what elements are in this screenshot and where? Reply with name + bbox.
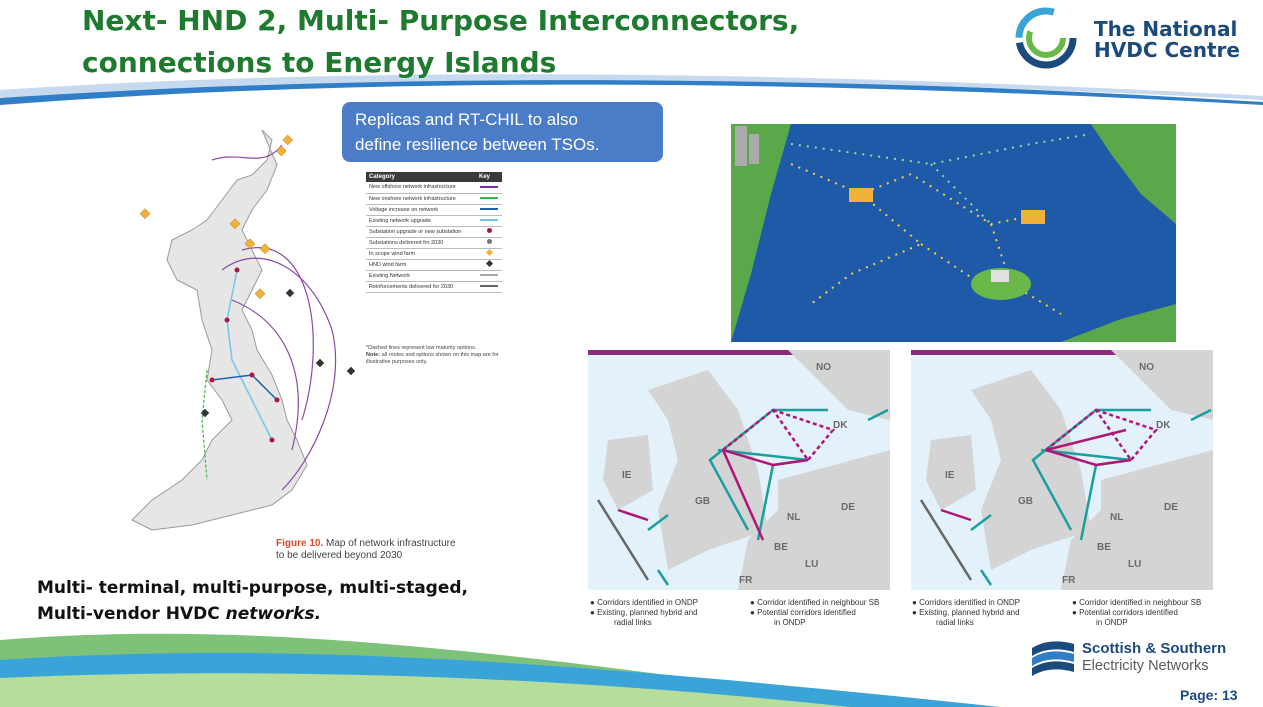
- legend-potential-corridors-2: in ONDP: [1096, 618, 1128, 627]
- key-row: Voltage increase on network: [366, 204, 502, 216]
- map-left-label-lu: LU: [805, 559, 818, 570]
- callout-line-2: define resilience between TSOs.: [355, 135, 600, 154]
- key-line-swatch: [480, 285, 498, 288]
- legend-hybrid-links: ● Existing, planned hybrid and: [590, 608, 698, 617]
- legend-potential-corridors: ● Potential corridors identified: [750, 608, 856, 617]
- slide-title-line-2: connections to Energy Islands: [82, 46, 557, 79]
- uk-network-map: [131, 129, 356, 531]
- map-left-label-no: NO: [816, 362, 831, 373]
- hvdc-centre-swirl-logo-icon: [1015, 7, 1077, 69]
- ssen-line-2: Electricity Networks: [1082, 658, 1209, 674]
- key-line-swatch: [480, 219, 498, 222]
- callout-box: Replicas and RT-CHIL to also define resi…: [342, 102, 663, 162]
- map-right-label-gb: GB: [1018, 496, 1033, 507]
- key-dot-swatch: [486, 228, 492, 233]
- slide-title-line-1: Next- HND 2, Multi- Purpose Interconnect…: [82, 4, 800, 37]
- legend-hybrid-links: ● Existing, planned hybrid and: [912, 608, 1020, 617]
- legend-neighbour-corridor: ● Corridor identified in neighbour SB: [750, 598, 880, 607]
- bottom-caption: Multi- terminal, multi-purpose, multi-st…: [37, 575, 497, 627]
- key-row: Existing network upgrade: [366, 215, 502, 227]
- key-row: Existing Network: [366, 270, 502, 282]
- page-number: Page: 13: [1180, 687, 1238, 703]
- header-swoosh: [0, 74, 1263, 105]
- map-left-label-ie: IE: [622, 470, 632, 481]
- brand-line-1: The National: [1094, 17, 1238, 41]
- map-left-label-dk: DK: [833, 420, 848, 431]
- slide-title: Next- HND 2, Multi- Purpose Interconnect…: [82, 0, 842, 84]
- key-line-swatch: [480, 208, 498, 211]
- key-row: In scope wind farm: [366, 248, 502, 260]
- map-left-label-de: DE: [841, 502, 855, 513]
- map-right-label-dk: DK: [1156, 420, 1171, 431]
- ssen-line-1: Scottish & Southern: [1082, 640, 1227, 657]
- map-key-table: Category Key New offshore network infras…: [366, 172, 502, 293]
- legend-hybrid-links-2: radial links: [936, 618, 974, 627]
- legend-ondp-corridors: ● Corridors identified in ONDP: [912, 598, 1020, 607]
- key-note-1: *Dashed lines represent low maturity opt…: [366, 345, 477, 351]
- key-notes: *Dashed lines represent low maturity opt…: [366, 345, 506, 366]
- key-row: Substation upgrade or new substation: [366, 226, 502, 238]
- map-right-label-no: NO: [1139, 362, 1154, 373]
- figure-number: Figure 10.: [276, 538, 324, 549]
- figure-caption: Figure 10. Map of network infrastructure…: [276, 538, 476, 562]
- map-right-label-lu: LU: [1128, 559, 1141, 570]
- key-line-swatch: [480, 274, 498, 277]
- key-diamond-swatch: [485, 259, 493, 268]
- key-line-swatch: [480, 185, 498, 188]
- map-right-label-nl: NL: [1110, 512, 1123, 523]
- key-header-category: Category: [366, 172, 476, 182]
- key-row: New onshore network infrastructure: [366, 193, 502, 205]
- north-sea-map-left: NO DK IE GB DE NL BE LU FR: [588, 350, 890, 590]
- north-sea-map-right: NO DK IE GB DE NL BE LU FR: [911, 350, 1213, 590]
- key-row: New offshore network infrastructure: [366, 182, 502, 194]
- map-left-label-nl: NL: [787, 512, 800, 523]
- key-row: Substations delivered for 2030: [366, 237, 502, 249]
- key-row: HND wind farm: [366, 259, 502, 271]
- map-right-label-ie: IE: [945, 470, 955, 481]
- bottom-caption-line-2: Multi-vendor HVDC networks.: [37, 604, 322, 624]
- key-row: Reinforcements delivered for 2030: [366, 281, 502, 293]
- legend-potential-corridors-2: in ONDP: [774, 618, 806, 627]
- map-right-label-be: BE: [1097, 542, 1111, 553]
- key-diamond-swatch: [485, 248, 493, 257]
- map-right-label-fr: FR: [1062, 575, 1076, 586]
- key-note-2: Note: all routes and options shown on th…: [366, 352, 499, 365]
- map-right-label-de: DE: [1164, 502, 1178, 513]
- energy-island-illustration: [731, 124, 1176, 342]
- callout-line-1: Replicas and RT-CHIL to also: [355, 110, 578, 129]
- hvdc-centre-brand: The National HVDC Centre: [1008, 6, 1258, 70]
- map-left-label-fr: FR: [739, 575, 753, 586]
- map-left-label-gb: GB: [695, 496, 710, 507]
- legend-ondp-corridors: ● Corridors identified in ONDP: [590, 598, 698, 607]
- bottom-caption-line-1: Multi- terminal, multi-purpose, multi-st…: [37, 578, 469, 598]
- ssen-wave-logo-icon: [1032, 641, 1074, 676]
- ssen-brand: Scottish & Southern Electricity Networks: [1030, 638, 1260, 678]
- map-left-label-be: BE: [774, 542, 788, 553]
- legend-hybrid-links-2: radial links: [614, 618, 652, 627]
- brand-line-2: HVDC Centre: [1094, 38, 1240, 62]
- figure-caption-text-2: to be delivered beyond 2030: [276, 550, 403, 561]
- legend-potential-corridors: ● Potential corridors identified: [1072, 608, 1178, 617]
- key-dot-swatch: [486, 239, 492, 244]
- figure-caption-text: Map of network infrastructure: [326, 538, 456, 549]
- footer-waves: [0, 633, 1000, 707]
- legend-neighbour-corridor: ● Corridor identified in neighbour SB: [1072, 598, 1202, 607]
- key-header-key: Key: [476, 172, 502, 182]
- key-line-swatch: [480, 197, 498, 200]
